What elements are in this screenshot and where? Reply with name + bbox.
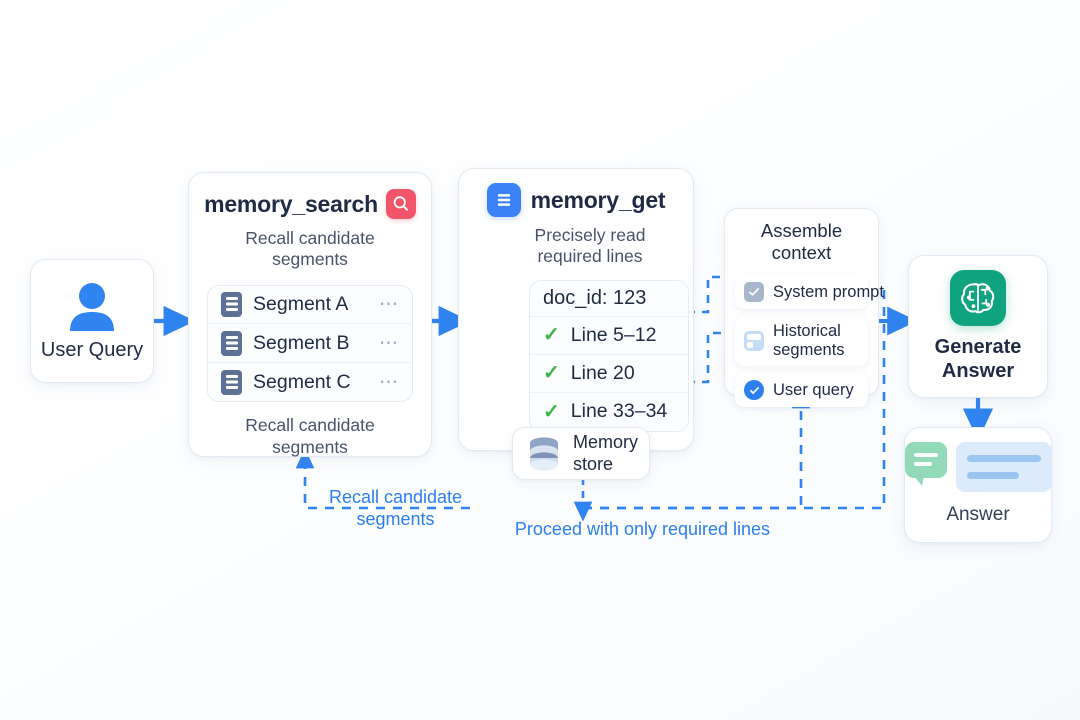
memory-store-label: Memory store [573, 432, 639, 474]
memory-search-title: memory_search [204, 190, 378, 217]
memory-get-title: memory_get [530, 186, 666, 213]
line-label: Line 33–34 [570, 400, 668, 423]
document-icon [221, 330, 242, 356]
database-icon [486, 183, 521, 217]
memory-get-subtitle: Precisely read required lines [534, 225, 646, 267]
memory-search-footer: Recall candidate segments [245, 415, 375, 457]
document-icon [221, 369, 242, 395]
list-item[interactable]: Segment B ⋯ [208, 324, 412, 363]
user-icon [66, 281, 118, 331]
assemble-context-title: Assemble context [760, 220, 843, 263]
brain-icon [950, 270, 1006, 326]
check-icon: ✓ [543, 400, 560, 423]
assemble-item-label: Historical segments [773, 322, 845, 360]
overflow-ellipsis[interactable]: ⋯ [379, 332, 399, 354]
assemble-item-label: User query [773, 380, 854, 399]
node-user-query[interactable]: User Query [30, 259, 154, 383]
memory-search-subtitle: Recall candidate segments [245, 228, 375, 270]
overflow-ellipsis[interactable]: ⋯ [379, 371, 399, 393]
list-item[interactable]: ✓ Line 5–12 [530, 317, 688, 355]
segment-label: Segment B [253, 331, 350, 354]
list-item[interactable]: Segment C ⋯ [208, 363, 412, 402]
edge-label-proceed: Proceed with only required lines [514, 519, 771, 539]
assemble-item-user-query[interactable]: User query [735, 373, 868, 408]
assemble-item-system-prompt[interactable]: System prompt [735, 275, 884, 309]
node-memory-store[interactable]: Memory store [512, 427, 650, 480]
node-memory-get[interactable]: memory_get Precisely read required lines… [458, 168, 694, 451]
edge-label-recall-feedback: Recall candidate segments [328, 487, 463, 529]
list-item[interactable]: ✓ Line 33–34 [530, 393, 688, 431]
answer-lines-placeholder [955, 442, 1052, 492]
radio-check-icon[interactable] [744, 380, 764, 401]
doc-id-label: doc_id: 123 [543, 286, 647, 309]
check-icon: ✓ [543, 324, 560, 347]
panel-icon [744, 331, 764, 352]
assemble-item-historical-segments[interactable]: Historical segments [735, 316, 868, 367]
node-memory-search[interactable]: memory_search Recall candidate segments … [188, 172, 432, 457]
assemble-item-label: System prompt [773, 282, 884, 301]
node-answer[interactable]: Answer [904, 427, 1052, 543]
answer-preview [904, 442, 1052, 492]
segment-label: Segment C [253, 370, 351, 393]
check-icon: ✓ [543, 362, 560, 385]
line-label: Line 5–12 [570, 323, 657, 346]
answer-label: Answer [946, 504, 1010, 525]
segment-label: Segment A [253, 292, 349, 315]
cylinder-icon [525, 436, 563, 472]
user-query-label: User Query [40, 338, 144, 361]
node-generate-answer[interactable]: Generate Answer [908, 255, 1048, 398]
memory-search-header: memory_search [204, 189, 416, 219]
memory-get-header: memory_get [475, 183, 677, 217]
chat-bubble-icon [904, 442, 947, 486]
list-item[interactable]: Segment A ⋯ [208, 286, 412, 325]
generate-answer-label: Generate Answer [934, 336, 1022, 382]
segment-list: Segment A ⋯ Segment B ⋯ Segment C ⋯ [207, 284, 413, 403]
lines-list: doc_id: 123 ✓ Line 5–12 ✓ Line 20 ✓ Line… [529, 279, 689, 432]
checkbox-icon[interactable] [744, 282, 764, 302]
search-icon [385, 189, 416, 219]
line-label: Line 20 [570, 361, 635, 384]
document-icon [221, 291, 242, 317]
node-assemble-context[interactable]: Assemble context System prompt Historica… [724, 208, 884, 408]
overflow-ellipsis[interactable]: ⋯ [379, 293, 399, 315]
doc-id-row: doc_id: 123 [530, 281, 688, 317]
list-item[interactable]: ✓ Line 20 [530, 355, 688, 393]
